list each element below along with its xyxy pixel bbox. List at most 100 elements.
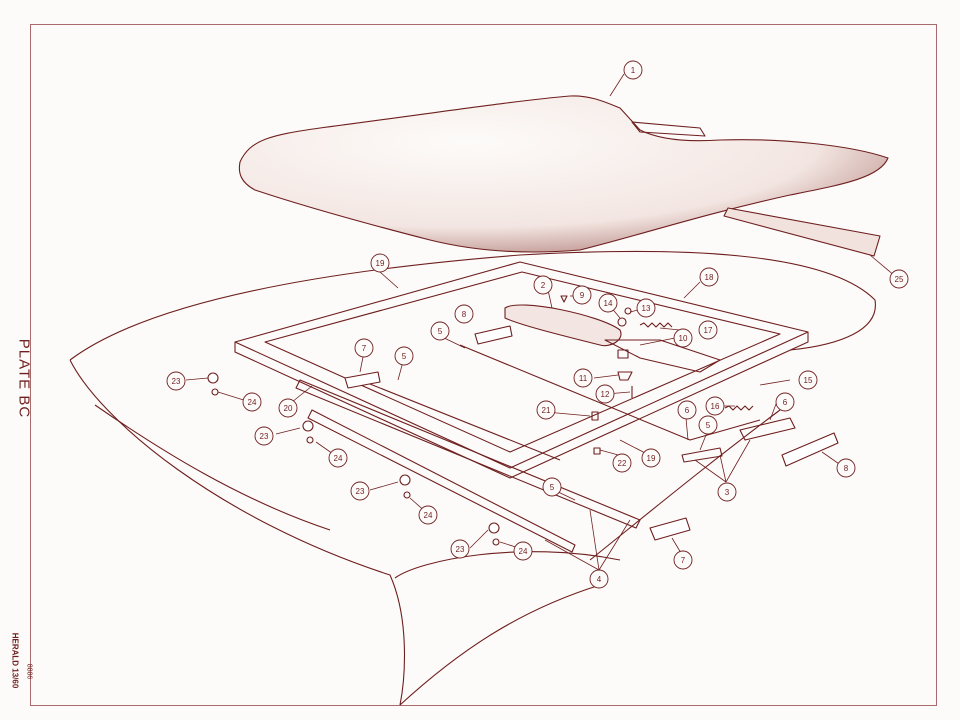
callout-circle [889,269,909,289]
callout-circle [328,448,348,468]
pad-block-7a [344,371,381,389]
callout-25: 25 [889,269,909,289]
screw-9 [560,295,568,303]
callout-number: 5 [402,352,407,361]
callout-number: 2 [541,281,546,290]
callout-23: 23 [166,371,186,391]
callout-20: 20 [278,398,298,418]
washer-23a [207,372,219,384]
callout-circle [454,304,474,324]
plate-border [30,24,937,706]
washer-23b [302,420,314,432]
callout-10: 10 [673,328,693,348]
pad-block-7b [649,517,691,541]
callout-number: 7 [362,344,367,353]
callout-number: 18 [705,273,714,282]
callout-circle [370,253,390,273]
callout-8: 8 [836,458,856,478]
callout-circle [598,293,618,313]
callout-24: 24 [418,505,438,525]
callout-number: 23 [456,545,465,554]
leader-lines [185,73,896,571]
callout-12: 12 [595,384,615,404]
callout-circle [350,481,370,501]
callout-6: 6 [677,400,697,420]
callout-number: 11 [579,374,588,383]
callout-circle [572,285,592,305]
callout-5: 5 [430,321,450,341]
callout-number: 19 [376,259,385,268]
callout-3: 3 [717,482,737,502]
slide-runner-rear [295,379,641,529]
guide-rail-left [359,379,561,461]
callout-number: 7 [681,556,686,565]
callout-23: 23 [450,539,470,559]
callout-number: 24 [424,511,433,520]
callout-circle [533,275,553,295]
callout-circle [166,371,186,391]
screw-24c [403,491,411,499]
callout-number: 23 [172,377,181,386]
winding-mechanism [604,339,721,373]
callout-circle [641,448,661,468]
frame-front-rail [234,332,809,479]
callout-circle [705,396,725,416]
guide-rail-right [459,344,761,441]
callout-circle [394,346,414,366]
callout-number: 24 [248,398,257,407]
callout-11: 11 [573,368,593,388]
bracket-left [739,417,796,441]
callout-24: 24 [328,448,348,468]
nut-13 [624,307,632,315]
callout-24: 24 [242,392,262,412]
callout-number: 23 [260,432,269,441]
callout-19: 19 [370,253,390,273]
callout-circle [798,370,818,390]
callout-circle [595,384,615,404]
callout-number: 8 [844,464,849,473]
callout-circle [536,400,556,420]
callout-circle [698,415,718,435]
callout-circle [717,482,737,502]
callout-circle [698,320,718,340]
cover-clip [631,121,706,137]
callout-circle [636,298,656,318]
callout-5: 5 [542,477,562,497]
callout-15: 15 [798,370,818,390]
callout-number: 21 [542,406,551,415]
callout-21: 21 [536,400,556,420]
callout-number: 24 [519,547,528,556]
model-name-text: HERALD 13/60 [10,632,20,689]
callout-number: 25 [895,275,904,284]
callout-6: 6 [775,392,795,412]
callout-8: 8 [454,304,474,324]
callout-number: 17 [704,326,713,335]
callout-number: 5 [706,421,711,430]
pad-block-8b [781,432,839,467]
spring-16 [724,405,754,411]
callout-number: 19 [647,454,656,463]
seal-strip [723,207,881,257]
callout-circle [836,458,856,478]
callout-number: 14 [604,299,613,308]
screw-24a [211,388,219,396]
screw-24b [306,436,314,444]
callout-number: 10 [679,334,688,343]
callout-16: 16 [705,396,725,416]
stud-22 [593,447,601,455]
pad-block-8a [474,325,513,345]
slide-runner-front [307,409,576,553]
callout-7: 7 [673,550,693,570]
callout-24: 24 [513,541,533,561]
callout-number: 8 [462,310,467,319]
callout-circle [450,539,470,559]
callout-number: 6 [783,398,788,407]
callout-number: 12 [601,390,610,399]
washer-23d [488,522,500,534]
callout-circle [418,505,438,525]
roof-frame-outer [234,261,809,469]
callout-9: 9 [572,285,592,305]
nut-14 [617,317,627,327]
